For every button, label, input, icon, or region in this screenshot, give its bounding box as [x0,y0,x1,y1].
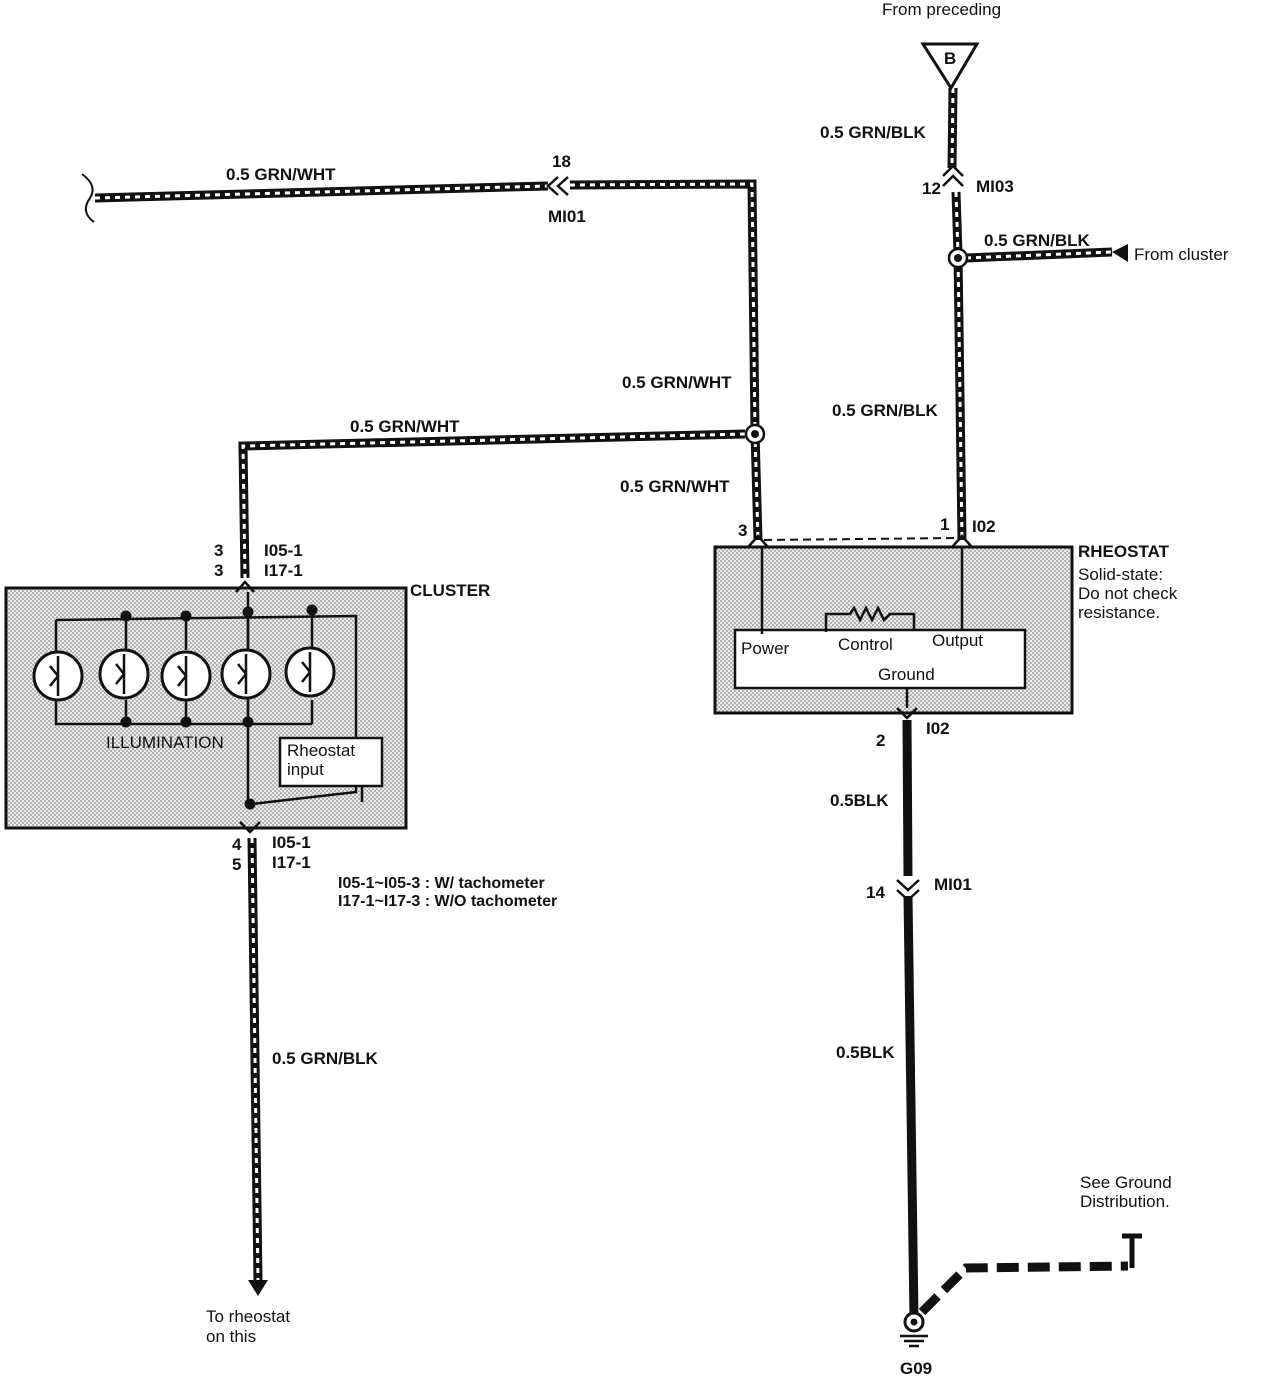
pin-14-label: 14 [866,883,885,902]
pin-12-label: 12 [922,179,941,198]
connector-i05-1-top: I05-1 [264,541,303,560]
ground-g09-label: G09 [900,1359,932,1378]
black-wires [902,719,1142,1319]
rheostat-pin-link [763,537,957,541]
striped-wires [94,87,1113,1283]
wire-label-grn-wht-horiz: 0.5 GRN/WHT [350,417,460,436]
connector-i05-1-bottom: I05-1 [272,833,311,852]
pin-2-label: 2 [876,731,885,750]
rheostat-control-label: Control [838,635,893,654]
rheostat-input-label-1: Rheostat [287,741,355,760]
connector-i02-bottom: I02 [926,719,950,738]
to-rheostat-arrow [248,1280,268,1296]
to-rheostat-label-2: on this [206,1327,256,1346]
see-ground-label-2: Distribution. [1080,1192,1170,1211]
tachometer-note-1: I05-1~I05-3 : W/ tachometer [338,875,545,892]
wire-label-grn-blk-cluster: 0.5 GRN/BLK [984,231,1091,250]
see-ground-label-1: See Ground [1080,1173,1172,1192]
pin-5-label: 5 [232,855,241,874]
from-cluster-arrow [1112,244,1128,262]
wire-label-grn-blk-mid: 0.5 GRN/BLK [832,401,939,420]
rheostat-input-label-2: input [287,760,324,779]
connector-mi01-top-label: MI01 [548,207,586,226]
rheostat-module [733,628,1027,690]
cluster-junctions [120,604,318,810]
rheostat-note-2: Do not check [1078,584,1178,603]
wire-end-curl [81,173,95,223]
rheostat-ground-label: Ground [878,665,935,684]
from-preceding-label: From preceding [882,0,1001,19]
pin-18-label: 18 [552,152,571,171]
connector-mi03-label: MI03 [976,177,1014,196]
rheostat-note-3: resistance. [1078,603,1160,622]
connector-marks [235,164,972,902]
wire-label-grn-blk-low: 0.5 GRN/BLK [272,1049,379,1068]
wire-label-grn-wht-top: 0.5 GRN/WHT [226,165,336,184]
wire-label-blk-1: 0.5BLK [830,791,889,810]
wire-label-grn-wht-lower: 0.5 GRN/WHT [620,477,730,496]
tachometer-note-2: I17-1~I17-3 : W/O tachometer [338,893,557,910]
splice-points [744,247,969,445]
cluster-title: CLUSTER [410,581,490,600]
rheostat-internals [760,546,964,708]
connector-b-triangle: B [920,42,980,91]
rheostat-output-label: Output [932,631,983,650]
pin-3-cluster-b: 3 [214,561,223,580]
pin-1-rheostat: 1 [940,515,949,534]
rheostat-power-label: Power [741,639,790,658]
from-cluster-label: From cluster [1134,245,1229,264]
wire-label-grn-wht-vert: 0.5 GRN/WHT [622,373,732,392]
rheostat-title: RHEOSTAT [1078,542,1170,561]
connector-i17-1-top: I17-1 [264,561,303,580]
pin-4-label: 4 [232,835,242,854]
bulb-filaments [49,652,312,696]
wire-label-grn-blk-top: 0.5 GRN/BLK [820,123,927,142]
rheostat-note-1: Solid-state: [1078,565,1163,584]
illumination-label: ILLUMINATION [106,733,224,752]
cluster-box [4,586,408,830]
connector-i02-top: I02 [972,517,996,536]
wire-label-blk-2: 0.5BLK [836,1043,895,1062]
connector-i17-1-bottom: I17-1 [272,853,311,872]
pin-3-cluster-a: 3 [214,541,223,560]
connector-b-label: B [944,49,956,68]
ground-symbol [900,1311,928,1348]
pin-3-rheostat: 3 [738,521,747,540]
rheostat-input-box [278,736,384,788]
connector-mi01-bottom: MI01 [934,875,972,894]
to-rheostat-label-1: To rheostat [206,1307,290,1326]
